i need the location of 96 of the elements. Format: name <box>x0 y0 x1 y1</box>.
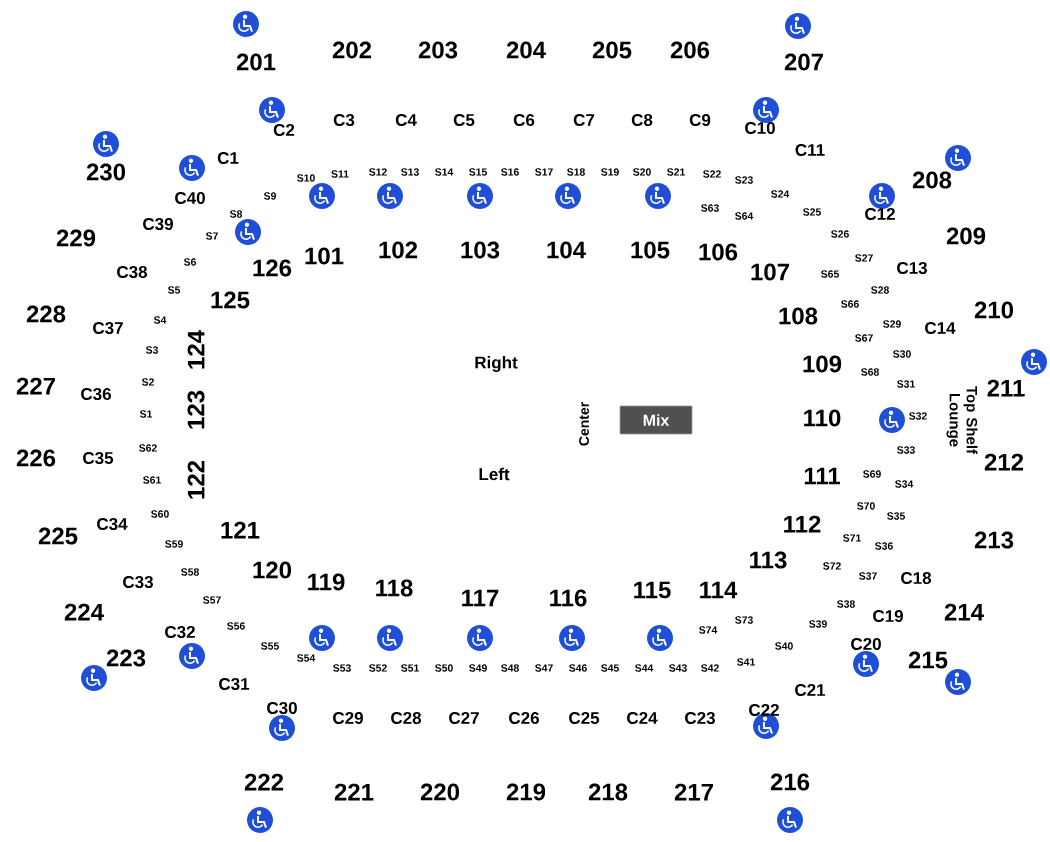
section-number: 109 <box>803 355 842 373</box>
club-section-number: C19 <box>873 610 903 622</box>
club-section-number: C14 <box>925 322 956 334</box>
club-section-number: C36 <box>81 388 111 401</box>
section-number: 102 <box>379 241 418 259</box>
club-section-number: C39 <box>143 218 173 230</box>
section-number: 205 <box>592 41 632 59</box>
club-section-number: C27 <box>449 712 479 724</box>
club-section-number: C31 <box>219 678 250 691</box>
section-number: 105 <box>631 241 670 259</box>
section-number: 217 <box>674 783 713 801</box>
section-number: 215 <box>908 651 948 669</box>
section-number: 104 <box>547 241 586 259</box>
section-number: 112 <box>784 515 821 533</box>
section-number: 230 <box>86 163 126 181</box>
club-section-number: C4 <box>395 114 417 126</box>
section-number: 120 <box>253 561 292 579</box>
section-number: 213 <box>974 531 1014 549</box>
section-number: 103 <box>461 241 500 259</box>
section-number: 110 <box>804 409 841 427</box>
club-section-number: C23 <box>685 712 715 725</box>
section-number: 208 <box>912 171 952 189</box>
club-section-number: C5 <box>453 114 475 126</box>
club-section-number: C9 <box>689 114 711 126</box>
club-section-number: C38 <box>117 266 148 278</box>
section-number: 117 <box>462 589 499 607</box>
club-section-number: C20 <box>851 638 881 650</box>
section-number: 227 <box>16 377 55 395</box>
section-number: 125 <box>211 291 250 309</box>
club-section-number: C26 <box>509 712 539 724</box>
section-number: 201 <box>236 53 276 71</box>
club-section-number: C32 <box>165 626 195 639</box>
section-number: 203 <box>418 41 458 59</box>
section-number: 111 <box>804 467 841 485</box>
section-number: 214 <box>944 603 984 621</box>
section-number: 218 <box>588 783 628 801</box>
section-number: 219 <box>506 783 546 801</box>
club-section-number: C10 <box>745 122 775 134</box>
club-section-number: C2 <box>273 124 295 136</box>
section-number: 223 <box>106 649 146 667</box>
section-number: 122 <box>187 460 205 499</box>
club-section-number: C33 <box>123 576 153 589</box>
section-number: 116 <box>550 589 587 607</box>
section-number: 108 <box>779 307 818 325</box>
club-section-number: C34 <box>97 518 128 531</box>
section-number: 225 <box>38 527 78 545</box>
section-number: 226 <box>16 449 56 467</box>
club-section-number: C3 <box>333 114 355 126</box>
section-number: 204 <box>506 41 546 59</box>
club-section-number: C7 <box>573 114 595 126</box>
section-number: 126 <box>253 259 292 277</box>
club-section-number: C40 <box>175 192 205 204</box>
section-number: 124 <box>187 330 205 369</box>
section-number: 123 <box>187 390 205 429</box>
section-number: 220 <box>420 783 460 801</box>
club-section-number: C37 <box>93 322 123 335</box>
club-section-number: C29 <box>333 712 363 724</box>
section-number: 222 <box>244 773 284 791</box>
club-section-number: C1 <box>217 152 239 164</box>
section-number: 206 <box>670 41 710 59</box>
club-section-number: C8 <box>631 114 653 126</box>
section-number: 224 <box>64 603 104 621</box>
section-number: 106 <box>699 243 738 261</box>
club-section-number: C30 <box>267 702 297 715</box>
section-number: 121 <box>221 521 260 539</box>
club-section-number: C12 <box>865 208 895 220</box>
club-section-number: C11 <box>795 144 825 156</box>
section-number: 229 <box>56 229 96 247</box>
club-section-number: C6 <box>513 114 535 126</box>
section-number: 101 <box>305 247 344 265</box>
mix-box: Mix <box>619 405 693 435</box>
section-number: 212 <box>984 453 1024 471</box>
section-number: 209 <box>946 227 986 245</box>
section-number: 202 <box>332 41 372 59</box>
club-section-number: C24 <box>627 712 658 724</box>
section-number: 211 <box>987 379 1025 397</box>
section-number: 113 <box>750 551 787 569</box>
section-number: 107 <box>751 263 789 281</box>
section-number: 216 <box>770 773 810 791</box>
section-number: 118 <box>376 579 413 597</box>
club-section-number: C21 <box>795 684 826 696</box>
club-section-number: C28 <box>391 712 422 724</box>
section-number: 210 <box>974 301 1014 319</box>
club-section-number: C13 <box>897 262 927 275</box>
section-number: 228 <box>26 305 66 323</box>
club-section-number: C25 <box>569 712 600 724</box>
section-number: 119 <box>308 573 345 591</box>
club-section-number: C18 <box>901 572 932 584</box>
area-label: Right <box>475 356 518 372</box>
club-section-number: C35 <box>83 452 114 465</box>
club-section-number: C22 <box>749 704 779 716</box>
section-number: 115 <box>634 581 671 599</box>
section-number: 221 <box>334 783 374 801</box>
area-label: Left <box>479 467 510 481</box>
section-number: 114 <box>700 581 738 599</box>
section-number: 207 <box>784 53 823 71</box>
